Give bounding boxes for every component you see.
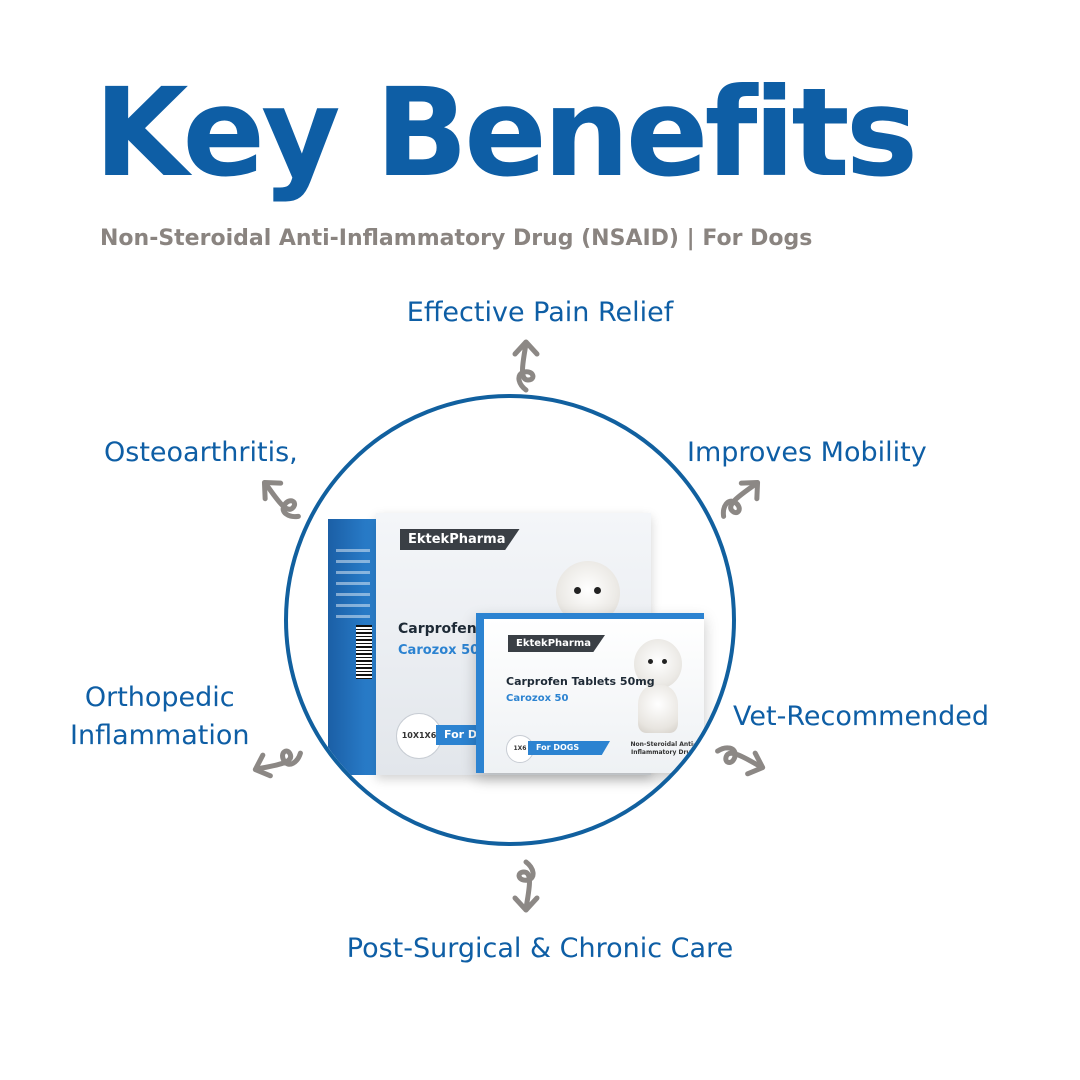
- curly-arrow-icon: [496, 858, 556, 918]
- brand-logo: EktekPharma: [508, 635, 605, 652]
- dog-eye: [594, 587, 601, 594]
- curly-arrow-icon: [712, 730, 772, 790]
- benefit-mobility: Improves Mobility: [687, 437, 927, 468]
- dog-eye: [648, 659, 653, 664]
- product-box-small: EktekPharma Carprofen Tablets 50mg Caroz…: [476, 613, 704, 773]
- benefit-pain-relief: Effective Pain Relief: [406, 297, 674, 328]
- benefit-vet-recommended: Vet-Recommended: [733, 701, 990, 732]
- curly-arrow-icon: [250, 468, 310, 528]
- curly-arrow-icon: [246, 732, 306, 792]
- for-dogs-strip: For DOGS: [528, 741, 610, 755]
- barcode: [356, 625, 372, 679]
- benefit-post-surgical: Post-Surgical & Chronic Care: [346, 933, 734, 964]
- curly-arrow-icon: [496, 334, 556, 394]
- product-brand: Carozox 50: [506, 693, 569, 704]
- page-subtitle: Non-Steroidal Anti-Inflammatory Drug (NS…: [100, 226, 813, 251]
- product-brand: Carozox 50: [398, 643, 480, 658]
- dog-eye: [574, 587, 581, 594]
- product-name: Carprofen Tablets 50mg: [506, 675, 655, 688]
- nsaid-note: Non-Steroidal Anti-Inflammatory Drug: [630, 741, 696, 756]
- benefit-orthopedic: Orthopedic Inflammation: [70, 679, 250, 755]
- dog-photo: [634, 639, 682, 689]
- page-title: Key Benefits: [94, 62, 918, 204]
- benefit-orthopedic-line2: Inflammation: [70, 720, 250, 751]
- benefit-osteoarthritis: Osteoarthritis,: [104, 437, 298, 468]
- curly-arrow-icon: [712, 468, 772, 528]
- product-circle: EktekPharma Carprofen Tabl Carozox 50 10…: [284, 394, 736, 846]
- dog-eye: [662, 659, 667, 664]
- brand-logo: EktekPharma: [400, 529, 520, 550]
- box-side-panel: [328, 519, 378, 775]
- dog-body: [638, 685, 678, 733]
- side-panel-text-lines: [336, 549, 370, 626]
- pack-count: 10X1X6: [396, 713, 442, 759]
- benefit-orthopedic-line1: Orthopedic: [84, 682, 235, 713]
